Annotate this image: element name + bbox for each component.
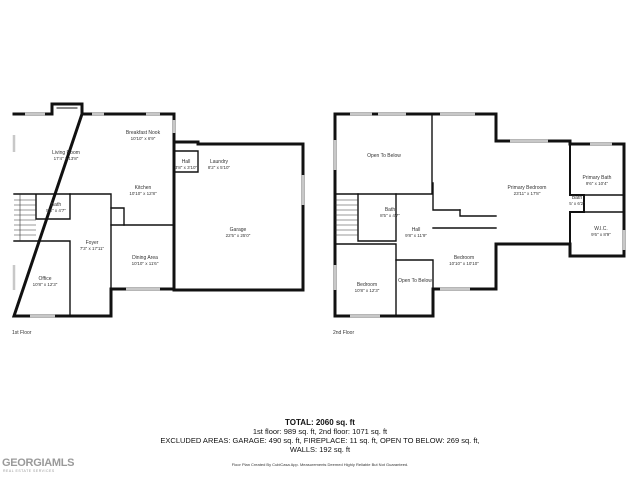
logo-main-text: GEORGIAMLS [2,457,75,469]
measurement-credit: Floor Plan Created By CubiCasa App. Meas… [231,462,409,467]
room-dims: 7'3" x 17'11" [80,246,105,251]
floor-plan-drawing: Breakfast Nook 10'10" x 6'9" Living Room… [11,102,626,336]
floor-areas: 1st floor: 989 sq. ft, 2nd floor: 1071 s… [252,427,388,436]
room-name: Open To Below [398,278,432,284]
room-dims: 17'4" x 13'8" [54,156,79,161]
second-floor-walls [333,112,626,318]
room-name: Office [39,276,52,282]
second-floor-windows [333,112,626,318]
room-name: Bath [51,202,62,208]
room-dims: 22'5" x 25'0" [226,233,251,238]
first-floor-label: 1st Floor [12,330,32,336]
first-floor-walls [11,102,305,318]
room-dims: 10'8" x 12'3" [33,282,58,287]
room-name: Kitchen [135,185,152,191]
first-floor-windows [12,112,305,318]
room-dims: 5'8" x 4'7" [46,208,66,213]
room-name: Bedroom [454,255,474,261]
room-dims: 10'10" x 10'10" [449,261,479,266]
room-name: Hall [412,227,421,233]
room-name: Primary Bath [583,175,612,181]
room-dims: 10'10" x 6'9" [131,136,156,141]
room-dims: 10'10" x 12'8" [129,191,157,196]
first-floor-labels: Breakfast Nook 10'10" x 6'9" Living Room… [12,130,251,336]
room-name: Dining Area [132,255,158,261]
room-name: W.I.C. [594,226,608,232]
room-name: Primary Bedroom [508,185,547,191]
georgia-mls-logo: GEORGIAMLS REAL ESTATE SERVICES [2,457,75,478]
excluded-areas: EXCLUDED AREAS: GARAGE: 490 sq. ft, FIRE… [160,436,480,445]
room-name: Bath [572,195,583,201]
second-floor-label: 2nd Floor [333,330,354,336]
room-name: Breakfast Nook [126,130,161,136]
room-name: Open To Below [367,153,401,159]
room-dims: 3'8" x 3'10" [175,165,198,170]
room-dims: 10'8" x 12'3" [355,288,380,293]
room-name: Foyer [86,240,99,246]
room-name: Garage [230,227,247,233]
first-floor-stairs [14,194,36,241]
total-area: TOTAL: 2060 sq. ft [285,418,355,427]
room-name: Laundry [210,159,229,165]
room-dims: 5' x 6'2" [569,201,585,206]
walls-area: WALLS: 192 sq. ft [289,445,351,454]
room-name: Bath [385,207,396,213]
room-dims: 9'8" x 11'9" [405,233,427,238]
logo-sub-text: REAL ESTATE SERVICES [3,469,55,473]
room-dims: 10'10" x 11'6" [132,261,159,266]
room-dims: 9'6" x 8'9" [591,232,611,237]
room-name: Hall [182,159,191,165]
second-floor-stairs [335,199,358,236]
room-dims: 8'2" x 5'10" [208,165,231,170]
area-totals: TOTAL: 2060 sq. ft 1st floor: 989 sq. ft… [0,418,640,454]
room-name: Bedroom [357,282,377,288]
room-name: Living Room [52,150,80,156]
room-dims: 23'11" x 17'8" [514,191,541,196]
second-floor-labels: Open To Below Primary Bedroom 23'11" x 1… [333,153,612,336]
room-dims: 8'5" x 4'7" [380,213,400,218]
room-dims: 9'6" x 10'4" [586,181,609,186]
